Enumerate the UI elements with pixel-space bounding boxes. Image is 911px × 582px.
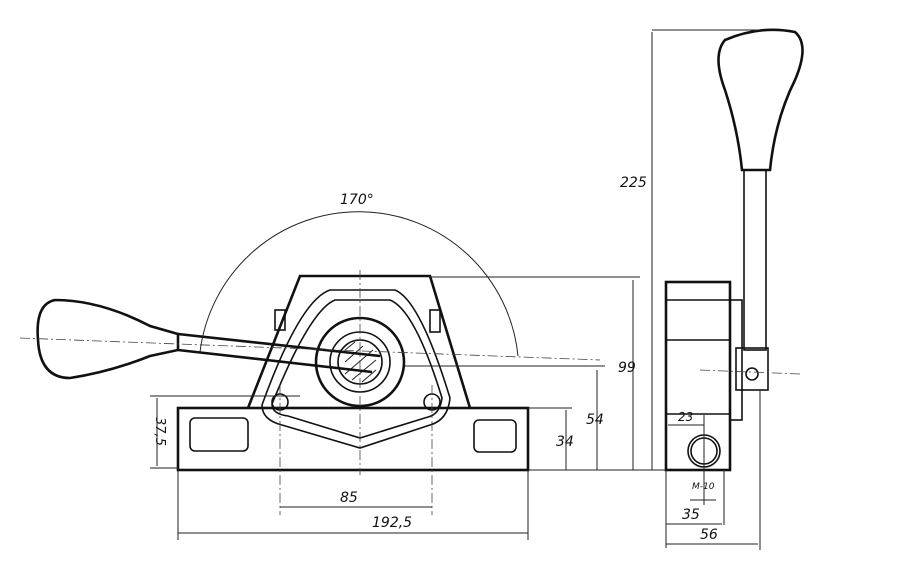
dim-37-5: 37,5 [151,417,167,446]
dim-23: 23 [678,410,694,424]
dim-85: 85 [340,490,358,506]
dimensions-side [651,29,761,550]
dim-54: 54 [586,412,604,428]
lever-rod [743,169,767,351]
base-plate [176,406,530,472]
knob [717,28,804,172]
angle-arc [199,211,519,357]
dim-34: 34 [556,434,574,450]
front-view [19,211,665,540]
body [664,280,732,472]
dim-35: 35 [682,507,700,523]
clamp [735,347,769,391]
angle-label: 170° [340,192,374,208]
base-slot-right [473,419,517,453]
dim-192-5: 192,5 [372,515,413,531]
base-slot-left [189,417,249,452]
dim-99: 99 [618,360,636,376]
dimensions-front [150,276,665,540]
dim-225: 225 [620,175,647,191]
pivot-pin [745,367,759,381]
housing-outline [246,274,472,409]
lever-handle [36,298,180,380]
lever-arm [177,332,381,374]
dim-56: 56 [700,527,718,543]
thread-label: M-10 [692,482,715,492]
side-view [651,28,804,550]
